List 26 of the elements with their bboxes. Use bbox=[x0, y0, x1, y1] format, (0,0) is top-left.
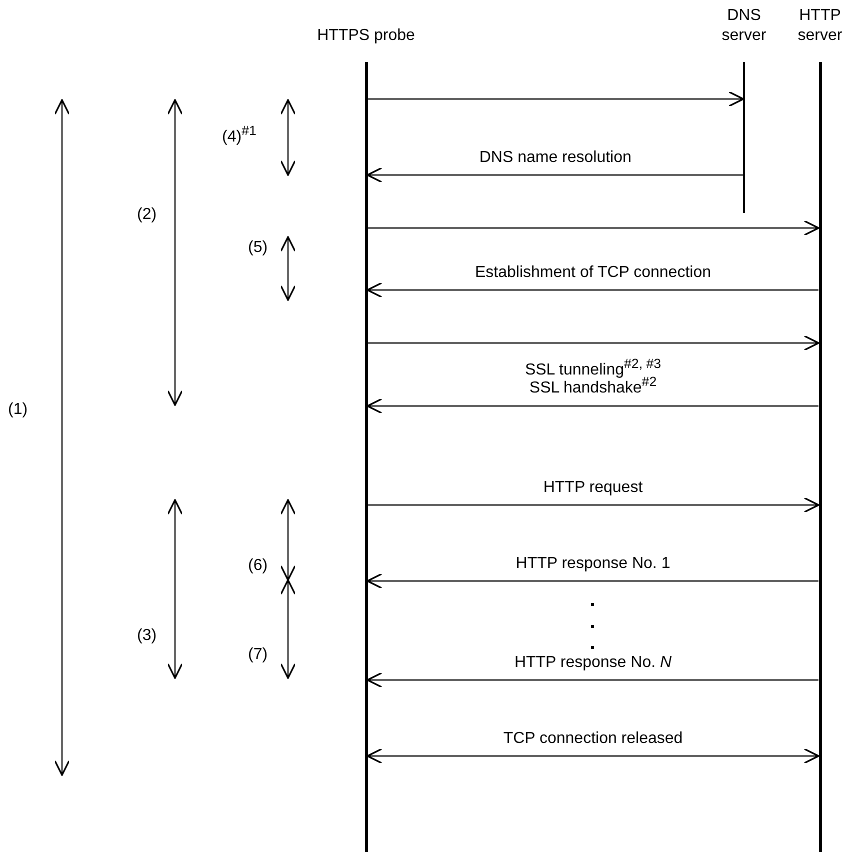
message-arrow bbox=[368, 91, 744, 107]
message-arrow bbox=[366, 573, 818, 589]
message-label: HTTP request bbox=[543, 479, 643, 497]
message-arrow bbox=[368, 220, 820, 236]
message-arrow bbox=[366, 748, 820, 764]
dimension-label: (2) bbox=[137, 206, 157, 224]
dimension-label: (7) bbox=[248, 646, 268, 664]
dimension-label: (1) bbox=[8, 401, 28, 419]
message-arrow bbox=[366, 672, 818, 688]
dimension-label: (6) bbox=[248, 557, 268, 575]
message-arrow bbox=[368, 497, 820, 513]
lifeline-label: HTTPS probe bbox=[316, 26, 416, 46]
dimension-label: (5) bbox=[248, 239, 268, 257]
message-label: Establishment of TCP connection bbox=[475, 264, 711, 282]
message-arrow bbox=[366, 167, 744, 183]
message-label: HTTP response No. N bbox=[514, 654, 672, 672]
message-arrow bbox=[366, 398, 818, 414]
dimension-label: (4)$^{#1}$ bbox=[222, 122, 256, 146]
lifeline-label: DNS server bbox=[720, 6, 768, 46]
message-arrow bbox=[366, 282, 818, 298]
message-label: DNS name resolution bbox=[479, 149, 632, 167]
message-arrow bbox=[368, 335, 820, 351]
lifeline-label: HTTP server bbox=[796, 6, 844, 46]
message-label: TCP connection released bbox=[503, 730, 683, 748]
message-label: HTTP response No. 1 bbox=[516, 555, 670, 573]
dimension-label: (3) bbox=[137, 627, 157, 645]
